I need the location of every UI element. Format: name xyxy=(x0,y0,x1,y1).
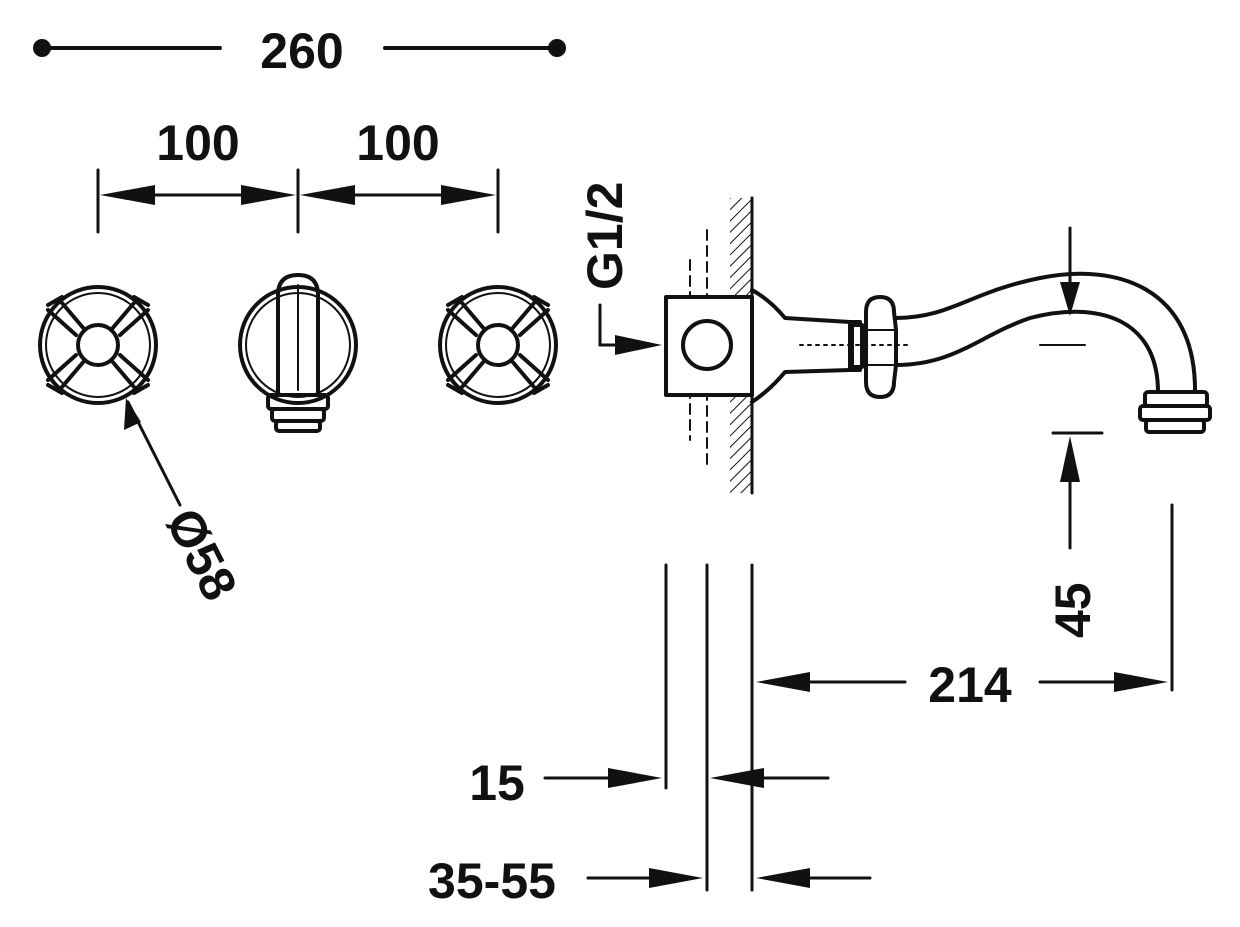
dimension-214-label: 214 xyxy=(928,657,1012,713)
dimension-35-55: 35-55 xyxy=(428,853,872,909)
dimension-260-label: 260 xyxy=(260,23,343,79)
dimension-100-right-label: 100 xyxy=(356,115,439,171)
dimension-45-label: 45 xyxy=(1045,582,1101,638)
dimension-connection-label: G1/2 xyxy=(577,182,633,290)
dimension-214: 214 xyxy=(756,657,1168,713)
dimension-260: 260 xyxy=(33,23,566,79)
dimension-15-label: 15 xyxy=(469,755,525,811)
dimension-spout-inner xyxy=(1039,226,1086,346)
dimension-45: 45 xyxy=(1045,431,1104,638)
dimension-diameter: Ø58 xyxy=(124,398,248,609)
wall-reference-lines xyxy=(664,503,1174,892)
dimension-15: 15 xyxy=(469,755,830,811)
dimension-100-left-label: 100 xyxy=(156,115,239,171)
valve-body xyxy=(664,295,754,397)
spout-side-view xyxy=(750,271,1212,434)
dimension-100-100: 100 100 xyxy=(96,115,500,234)
dimension-diameter-label: Ø58 xyxy=(155,500,248,610)
cross-handle-left xyxy=(38,285,158,405)
dimension-connection: G1/2 xyxy=(577,182,662,355)
cross-handle-right xyxy=(438,285,558,405)
dimension-35-55-label: 35-55 xyxy=(428,853,556,909)
spout-front-view xyxy=(238,273,358,433)
